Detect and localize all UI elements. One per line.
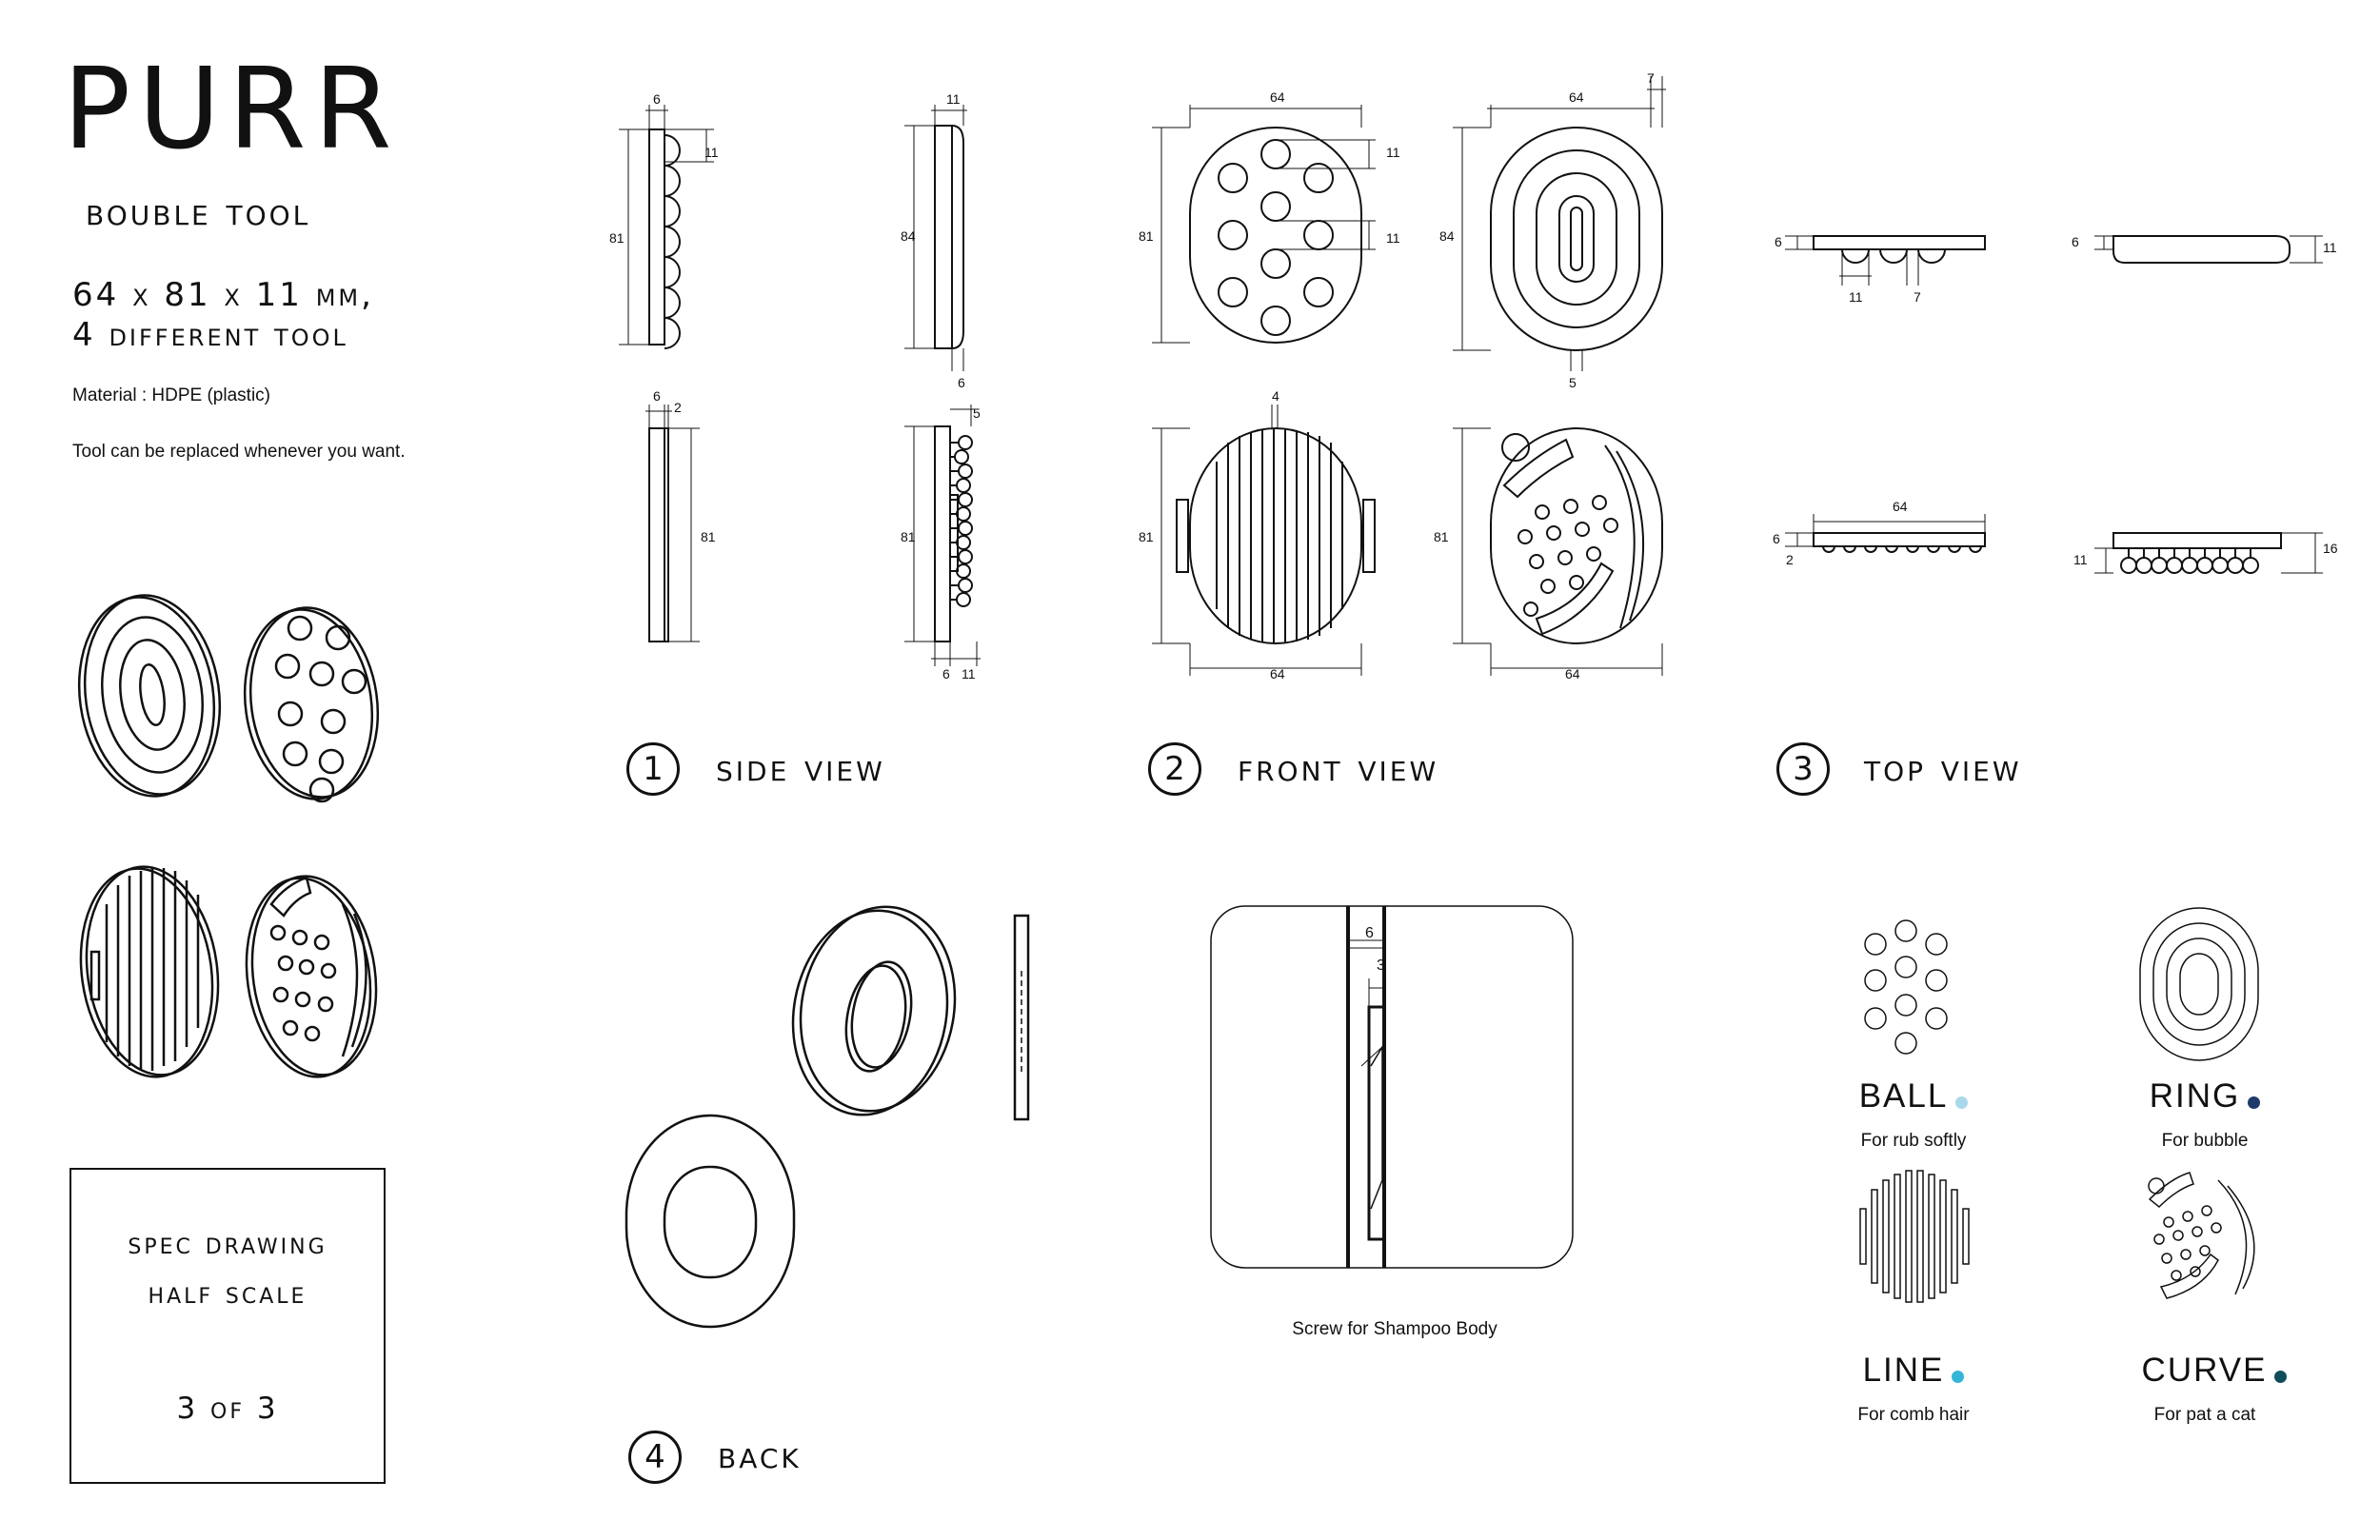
back-view-drawings	[625, 905, 1030, 1329]
tool-ring-desc: For bubble	[2161, 1131, 2249, 1151]
dim-front-curve-height: 81	[1434, 529, 1449, 544]
dim-top-ball-left: 6	[1775, 234, 1782, 249]
front-view-drawings	[1152, 76, 1666, 676]
tool-line-label: LINE	[1837, 1352, 1990, 1390]
top-view-drawings	[1785, 235, 2323, 574]
dim-top-curve-left: 11	[2073, 552, 2088, 567]
product-variants: 4 different tool	[72, 316, 348, 354]
tool-name: RING	[2149, 1077, 2241, 1115]
section-title-top-view: top view	[1864, 746, 2022, 790]
section-number-4: 4	[628, 1431, 682, 1484]
tool-line-desc: For comb hair	[1857, 1405, 1970, 1425]
dim-side-c-top2: 2	[674, 400, 682, 415]
tool-icons	[1859, 907, 2259, 1303]
section-number-2: 2	[1148, 742, 1201, 796]
dim-front-ring-height: 84	[1439, 228, 1455, 244]
dim-top-line-width: 64	[1893, 499, 1908, 514]
dim-side-b-height: 84	[901, 228, 916, 244]
screw-caption: Screw for Shampoo Body	[1292, 1319, 1497, 1339]
dim-front-ring-top: 7	[1647, 70, 1655, 86]
dim-side-d-bottom1: 6	[942, 666, 950, 681]
dim-top-ball-d2: 7	[1914, 289, 1921, 305]
dim-side-d-top: 5	[973, 405, 981, 421]
tool-color-dot	[2248, 1096, 2261, 1109]
tool-color-dot	[1955, 1096, 1969, 1109]
dim-side-a-right: 11	[704, 145, 719, 160]
dim-front-line-top: 4	[1272, 388, 1279, 404]
dim-side-a-top: 6	[653, 91, 661, 107]
section-number-1: 1	[626, 742, 680, 796]
section-title-side-view: side view	[716, 746, 885, 790]
ball-icon	[1864, 919, 1948, 1055]
tool-name: CURVE	[2141, 1352, 2268, 1389]
screw-detail-drawing	[1210, 905, 1574, 1269]
ring-icon	[2139, 907, 2259, 1061]
product-dimensions: 64 x 81 x 11 mm,	[72, 276, 374, 314]
dim-top-curve-right: 16	[2323, 541, 2338, 556]
dim-front-ball-d1: 11	[1386, 145, 1400, 160]
page-indicator: 3 of 3	[176, 1392, 279, 1426]
dim-side-c-height: 81	[701, 529, 716, 544]
dim-front-ball-width: 64	[1270, 89, 1285, 105]
tool-color-dot	[1952, 1371, 1965, 1383]
tool-curve-label: CURVE	[2119, 1352, 2310, 1390]
brand-logo: PURR	[63, 43, 400, 174]
tool-ball-desc: For rub softly	[1860, 1131, 1967, 1151]
dim-front-ball-d2: 11	[1386, 230, 1400, 246]
material-note: Material : HDPE (plastic)	[72, 385, 270, 405]
section-title-back: back	[718, 1433, 802, 1477]
dim-top-ball-d1: 11	[1849, 289, 1863, 305]
dim-side-d-height: 81	[901, 529, 916, 544]
replace-note: Tool can be replaced whenever you want.	[72, 442, 406, 462]
dim-top-line-left2: 2	[1786, 552, 1794, 567]
tool-ball-label: BALL	[1837, 1077, 1990, 1116]
tool-name: LINE	[1862, 1352, 1945, 1389]
isometric-sketches	[77, 594, 380, 1078]
dim-side-b-bottom: 6	[958, 375, 965, 390]
dim-side-b-top: 11	[946, 91, 961, 107]
section-number-3: 3	[1776, 742, 1830, 796]
dim-front-line-width: 64	[1270, 666, 1285, 681]
spec-box: spec drawing half scale 3 of 3	[69, 1168, 386, 1484]
dim-top-ring-left: 6	[2072, 234, 2079, 249]
dim-front-curve-width: 64	[1565, 666, 1580, 681]
dim-front-line-height: 81	[1139, 529, 1154, 544]
dim-screw-d2: 3	[1377, 958, 1385, 974]
line-icon	[1859, 1170, 1970, 1303]
product-subtitle: bouble tool	[86, 190, 311, 234]
dim-top-line-left: 6	[1773, 531, 1780, 546]
dim-front-ball-height: 81	[1139, 228, 1154, 244]
dim-front-ring-bottom: 5	[1569, 375, 1577, 390]
spec-label: spec drawing	[128, 1227, 327, 1261]
dim-side-d-bottom2: 11	[962, 666, 976, 681]
curve-icon	[2148, 1172, 2255, 1299]
dim-screw-d1: 6	[1365, 925, 1374, 941]
scale-label: half scale	[148, 1276, 307, 1311]
dim-side-a-height: 81	[609, 230, 625, 246]
tool-name: BALL	[1858, 1077, 1949, 1115]
tool-ring-label: RING	[2129, 1077, 2281, 1116]
dim-front-ring-width: 64	[1569, 89, 1584, 105]
dim-top-ring-right: 11	[2323, 240, 2337, 255]
tool-color-dot	[2274, 1371, 2288, 1383]
section-title-front-view: front view	[1238, 746, 1439, 790]
tool-curve-desc: For pat a cat	[2153, 1405, 2256, 1425]
dim-side-c-top: 6	[653, 388, 661, 404]
side-view-drawings	[619, 105, 981, 666]
